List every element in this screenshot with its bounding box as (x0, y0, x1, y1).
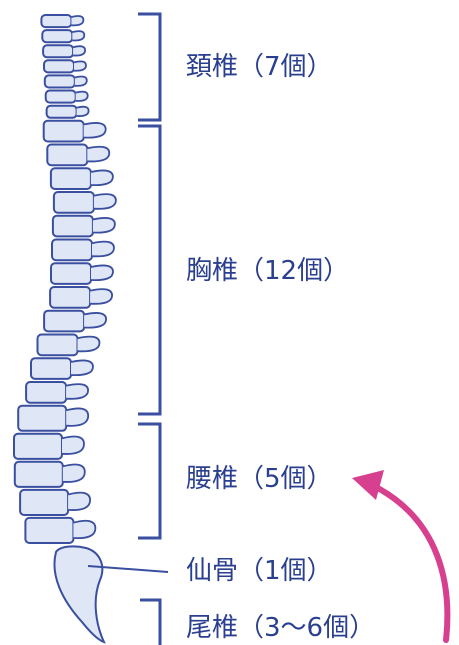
cervical-vertebra-process (73, 46, 85, 55)
lumbar-vertebra-process (62, 437, 84, 454)
cervical-vertebra (43, 45, 73, 57)
thoracic-vertebra (26, 382, 66, 403)
coccyx-bracket (140, 600, 160, 645)
lumbar-vertebra (20, 490, 68, 515)
spinal-column (14, 15, 116, 543)
thoracic-vertebra (54, 192, 94, 213)
cervical-vertebra-process (75, 77, 87, 86)
thoracic-vertebra (53, 216, 93, 237)
thoracic-vertebra-process (91, 265, 113, 280)
lumbar-vertebra (15, 462, 63, 487)
cervical-label: 頚椎（7個） (186, 54, 333, 80)
cervical-vertebra (42, 30, 72, 42)
thoracic-vertebra (51, 263, 91, 284)
cervical-vertebra-process (71, 16, 83, 25)
lumbar-vertebra (14, 434, 62, 459)
lumbar-label: 腰椎（5個） (186, 466, 333, 492)
thoracic-vertebra-process (93, 218, 115, 233)
thoracic-vertebra-process (71, 360, 93, 375)
thoracic-vertebra (52, 240, 92, 261)
cervical-vertebra-process (76, 92, 88, 101)
thoracic-vertebra-process (78, 337, 100, 352)
curved-arrow-icon (374, 486, 447, 640)
arrow-head (352, 470, 384, 500)
lumbar-vertebra (18, 406, 66, 431)
thoracic-vertebra-process (91, 170, 113, 185)
thoracic-vertebra-process (87, 147, 109, 162)
lumbar-bracket (138, 424, 160, 538)
thoracic-bracket (138, 126, 160, 414)
cervical-vertebra (46, 91, 76, 103)
thoracic-vertebra (31, 358, 71, 379)
thoracic-vertebra-process (84, 123, 106, 138)
coccyx-label: 尾椎（3〜6個） (186, 615, 375, 641)
lumbar-vertebra (25, 518, 73, 543)
sacrum-label: 仙骨（1個） (186, 558, 333, 584)
thoracic-vertebra-process (90, 289, 112, 304)
thoracic-vertebra-process (66, 384, 88, 399)
cervical-vertebra (45, 75, 75, 87)
thoracic-label: 胸椎（12個） (186, 258, 349, 284)
lumbar-vertebra-process (68, 493, 90, 510)
cervical-vertebra-process (74, 61, 86, 70)
lumbar-vertebra-process (66, 408, 88, 425)
lumbar-vertebra-process (63, 465, 85, 482)
thoracic-vertebra (50, 287, 90, 308)
thoracic-vertebra-process (94, 194, 116, 209)
thoracic-vertebra (38, 335, 78, 356)
thoracic-vertebra-process (84, 313, 106, 328)
cervical-vertebra (47, 106, 77, 118)
cervical-vertebra (41, 15, 71, 27)
lumbar-vertebra-process (73, 521, 95, 538)
cervical-vertebra-process (72, 31, 84, 40)
cervical-vertebra-process (77, 107, 89, 116)
thoracic-vertebra (51, 168, 91, 189)
thoracic-vertebra (44, 121, 84, 142)
cervical-vertebra (44, 60, 74, 72)
thoracic-vertebra (44, 311, 84, 332)
sacrum-shape (54, 546, 104, 642)
thoracic-vertebra (47, 145, 87, 166)
cervical-bracket (138, 14, 160, 120)
thoracic-vertebra-process (92, 242, 114, 257)
